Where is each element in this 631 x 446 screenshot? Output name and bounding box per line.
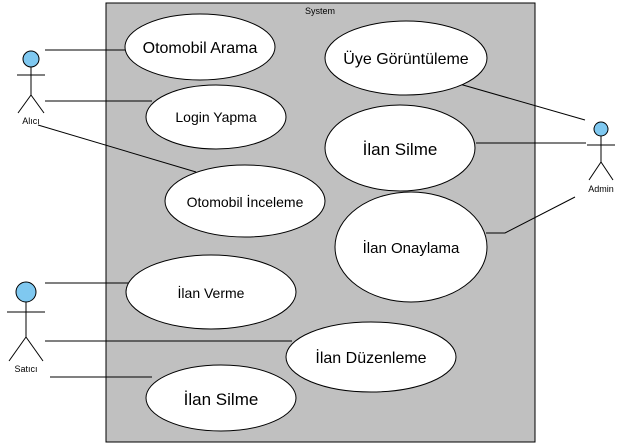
actor-head-icon — [22, 50, 40, 68]
svg-text:İlan Silme: İlan Silme — [184, 390, 259, 409]
svg-text:Üye Görüntüleme: Üye Görüntüleme — [343, 50, 468, 68]
actor-head-icon — [593, 121, 609, 137]
use-case-otomobil-inceleme: Otomobil İnceleme — [164, 164, 326, 238]
use-case-ilan-silme-satici: İlan Silme — [145, 364, 297, 432]
svg-text:İlan Verme: İlan Verme — [178, 284, 245, 301]
actor-head-icon — [15, 281, 37, 303]
svg-text:Satıcı: Satıcı — [14, 364, 37, 374]
use-case-ilan-duzenleme: İlan Düzenleme — [285, 321, 457, 393]
system-label: System — [305, 6, 335, 16]
svg-text:Login Yapma: Login Yapma — [175, 109, 256, 125]
use-case-otomobil-arama: Otomobil Arama — [124, 13, 276, 81]
svg-text:İlan Onaylama: İlan Onaylama — [363, 239, 460, 257]
assoc-admin-uye — [455, 82, 586, 121]
associations — [37, 49, 586, 378]
use-case-ilan-verme: İlan Verme — [125, 254, 297, 330]
use-case-uye-goruntuleme: Üye Görüntüleme — [324, 20, 488, 96]
svg-text:İlan Düzenleme: İlan Düzenleme — [315, 348, 426, 367]
use-case-ilan-onaylama: İlan Onaylama — [334, 191, 488, 303]
assoc-admin-onaylama — [486, 196, 576, 234]
svg-text:Otomobil İnceleme: Otomobil İnceleme — [187, 193, 304, 210]
actor-satici: Satıcı — [7, 281, 45, 374]
actor-alici: Alıcı — [17, 50, 45, 126]
svg-text:İlan Silme: İlan Silme — [363, 140, 438, 159]
actor-admin: Admin — [587, 121, 615, 194]
svg-text:Admin: Admin — [588, 184, 614, 194]
svg-text:Otomobil Arama: Otomobil Arama — [143, 40, 258, 57]
use-case-ilan-silme-admin: İlan Silme — [324, 104, 476, 192]
use-case-login-yapma: Login Yapma — [145, 84, 287, 150]
assoc-alici-inceleme — [37, 124, 197, 173]
svg-text:Alıcı: Alıcı — [22, 116, 40, 126]
